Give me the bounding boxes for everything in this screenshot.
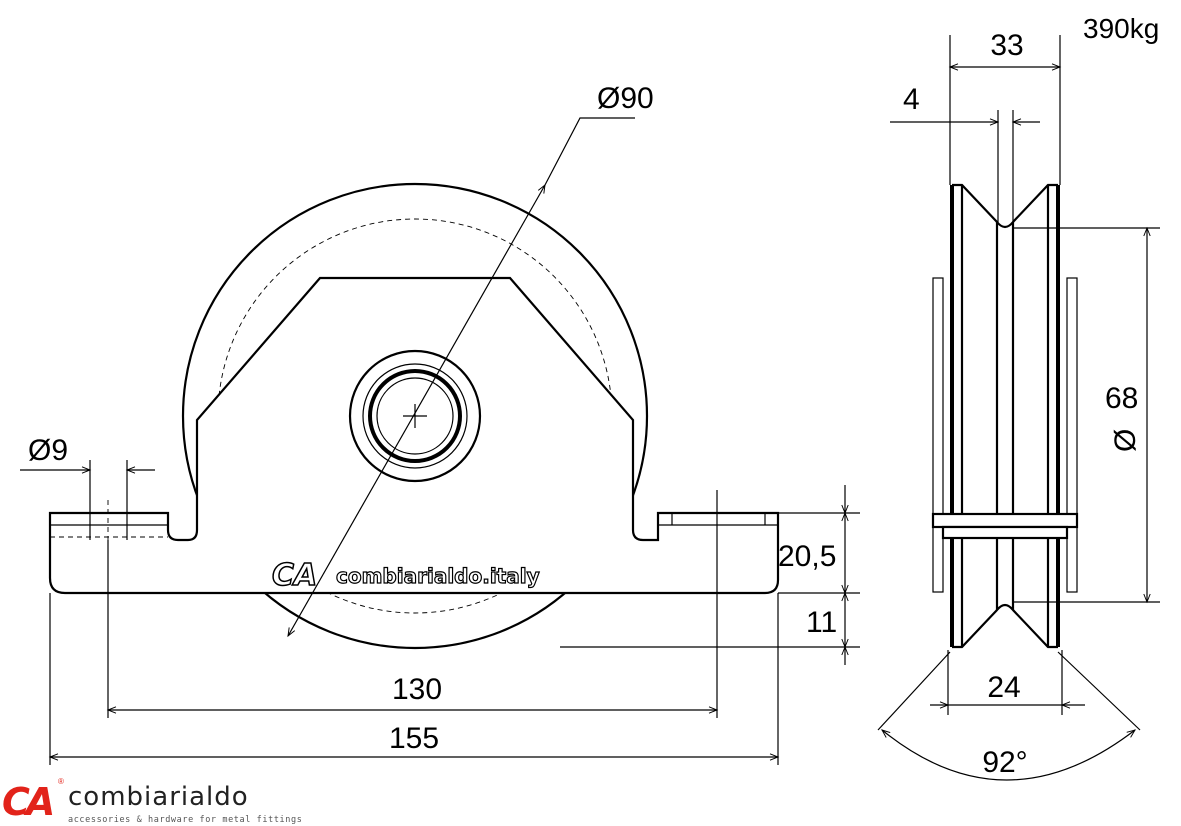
wheel-below-plate-label: 11 — [806, 606, 837, 639]
groove-diameter-symbol: Ø — [1109, 429, 1142, 452]
brand-logo: CA ® combiarialdo accessories & hardware… — [2, 777, 302, 825]
hub — [348, 349, 482, 483]
load-capacity-label: 390kg — [1083, 13, 1159, 44]
groove-angle-label: 92° — [982, 746, 1027, 779]
angle-arc — [880, 729, 1137, 781]
diameter-leader — [544, 117, 635, 186]
brand-tagline: accessories & hardware for metal fitting… — [68, 815, 302, 825]
brand-mark: CA — [2, 780, 53, 824]
side-view: 33 4 68 Ø 24 92° — [877, 29, 1160, 781]
axle — [931, 512, 1079, 529]
registered-mark: ® — [58, 777, 64, 786]
groove-width-label: 4 — [903, 83, 920, 116]
groove-top — [952, 183, 1058, 229]
overall-length-label: 155 — [389, 722, 439, 755]
front-view: CA combiarialdo.italy Ø90 Ø9 130 155 20,… — [20, 82, 860, 765]
brand-name: combiarialdo — [68, 782, 249, 812]
bracket-logo: CA combiarialdo.italy — [271, 557, 540, 594]
angle-ext-line — [877, 651, 951, 731]
axle-height-label: 20,5 — [778, 540, 836, 573]
bracket-logo-mark: CA — [272, 558, 317, 593]
hole-spacing-label: 130 — [392, 673, 442, 706]
bracket-plate-left — [932, 277, 944, 593]
diameter-line — [287, 183, 546, 638]
groove-diameter-label: 68 — [1105, 382, 1138, 415]
hole-diameter-label: Ø9 — [28, 434, 68, 467]
overall-width-label: 33 — [990, 29, 1023, 62]
bracket-logo-text: combiarialdo.italy — [336, 564, 540, 588]
groove-bottom — [952, 603, 1058, 649]
axle-collar — [941, 525, 1069, 540]
wheel-width-label: 24 — [987, 671, 1020, 704]
bracket-plate-right — [1066, 277, 1078, 593]
angle-ext-line — [1057, 651, 1141, 731]
wheel-diameter-label: Ø90 — [597, 82, 654, 115]
